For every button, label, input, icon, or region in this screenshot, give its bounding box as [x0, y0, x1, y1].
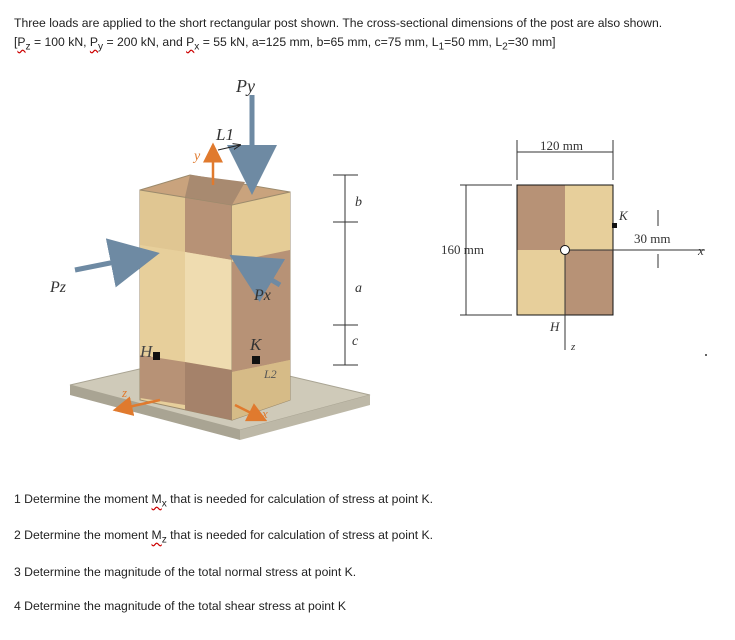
given-values: [Pz = 100 kN, Py = 200 kN, and Px = 55 k… — [14, 35, 556, 53]
label-z: z — [121, 385, 127, 400]
label-l1: L1 — [215, 125, 234, 144]
section-label-z: z — [570, 341, 576, 353]
section-label-x: x — [697, 243, 704, 258]
label-c: c — [352, 334, 359, 349]
cross-section: 120 mm 160 mm 30 mm K H x z — [441, 138, 707, 356]
label-pz: Pz — [49, 279, 67, 296]
label-y: y — [192, 149, 201, 164]
label-b: b — [355, 195, 362, 210]
question-3: 3 Determine the magnitude of the total n… — [14, 565, 357, 579]
px-arrow — [229, 254, 286, 302]
label-x: x — [261, 406, 268, 421]
section-label-k: K — [618, 208, 629, 223]
label-k: K — [249, 335, 263, 354]
question-4: 4 Determine the magnitude of the total s… — [14, 599, 346, 613]
question-1: 1 Determine the moment Mx that is needed… — [14, 492, 434, 510]
post-figure: Py L1 y b Pz Px a c H K L2 z x 120 mm 16… — [49, 76, 707, 440]
problem-statement: Three loads are applied to the short rec… — [14, 14, 724, 56]
point-h-marker — [153, 352, 160, 360]
label-h: H — [139, 342, 154, 361]
label-px: Px — [253, 287, 271, 304]
section-point-k — [612, 223, 617, 228]
point-k-marker — [252, 356, 260, 364]
question-2: 2 Determine the moment Mz that is needed… — [14, 528, 434, 546]
section-label-h: H — [549, 319, 560, 334]
dim-30: 30 mm — [634, 231, 670, 246]
pz-arrow — [74, 238, 160, 288]
label-py: Py — [235, 76, 255, 96]
label-a: a — [355, 281, 362, 296]
intro-text: Three loads are applied to the short rec… — [14, 16, 663, 30]
label-l2: L2 — [263, 367, 277, 381]
dim-120: 120 mm — [540, 138, 583, 153]
dim-160: 160 mm — [441, 242, 484, 257]
